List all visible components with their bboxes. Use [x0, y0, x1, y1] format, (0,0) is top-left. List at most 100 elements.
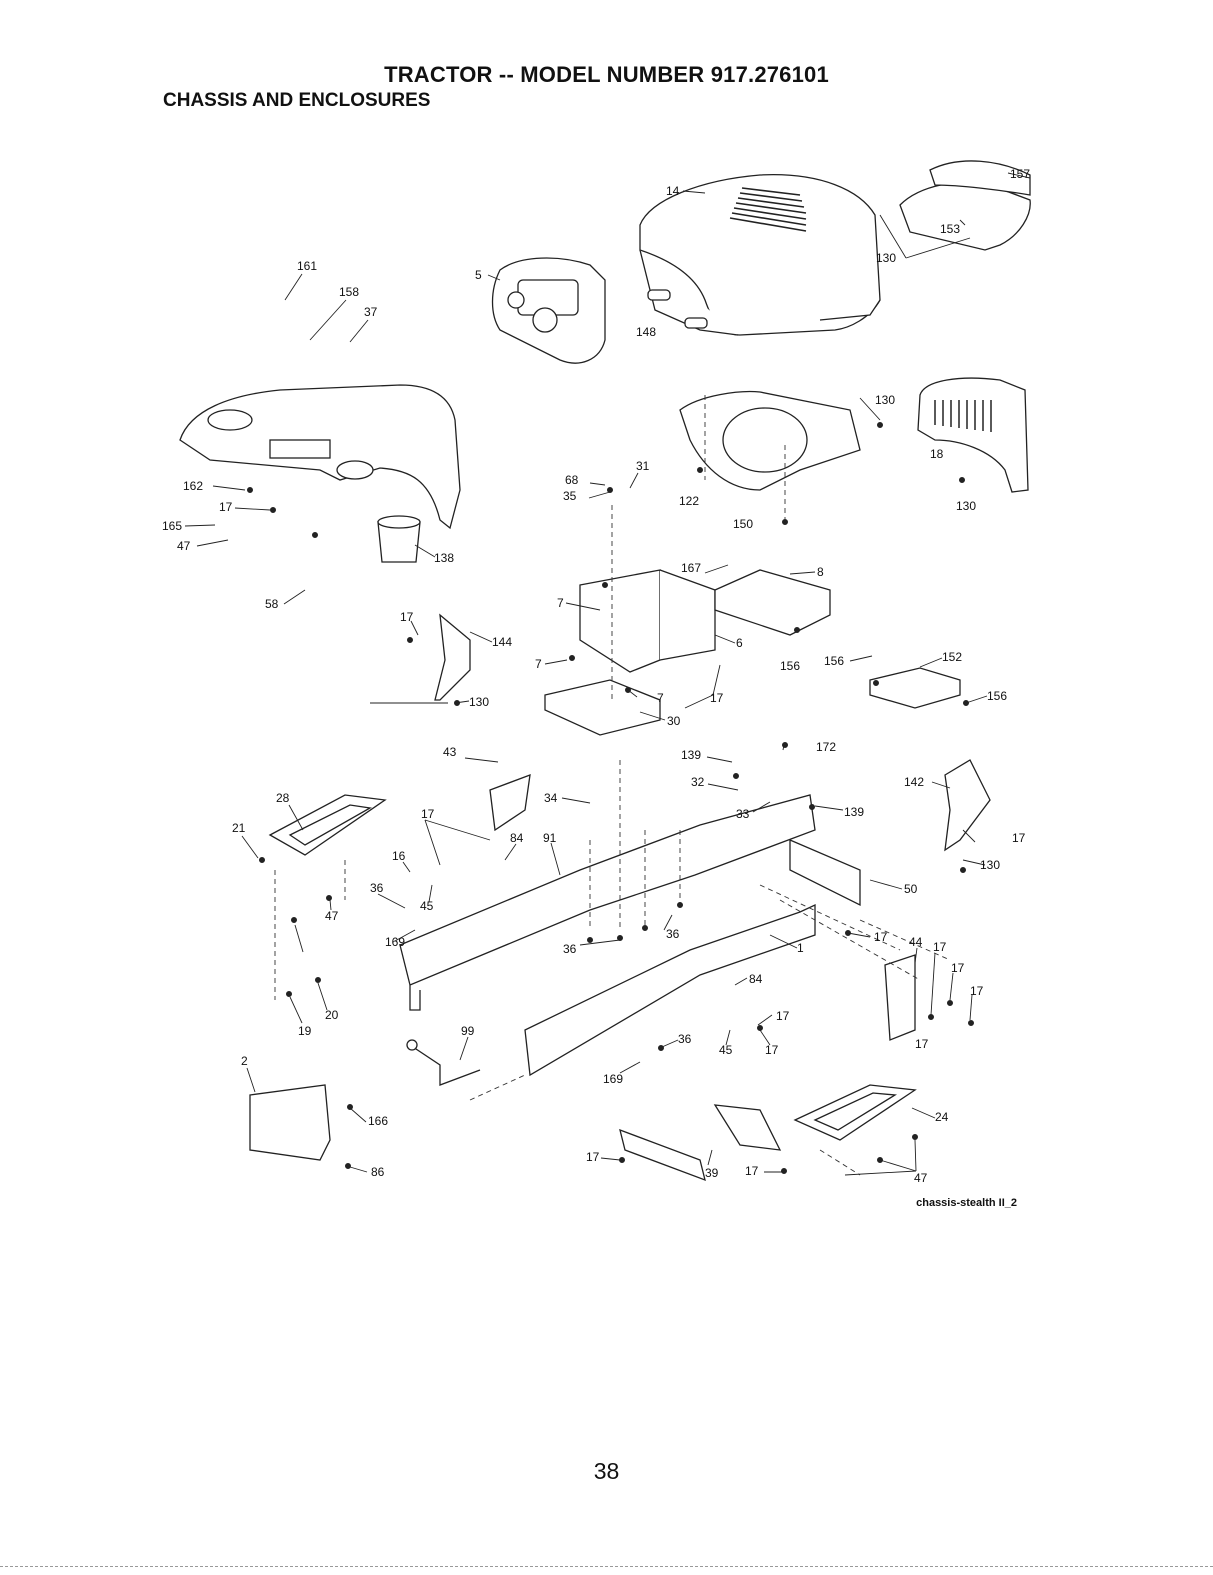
callout-label: 17	[710, 691, 724, 705]
callout-label: 91	[543, 831, 557, 845]
battery-support-part	[579, 569, 716, 673]
callout-label: 130	[980, 858, 1000, 872]
footrest-left-part	[268, 794, 387, 856]
callout-label: 31	[636, 459, 650, 473]
callout-label: 152	[942, 650, 962, 664]
page-title: TRACTOR -- MODEL NUMBER 917.276101	[384, 62, 829, 87]
callout-label: 84	[510, 831, 524, 845]
bracket-43-part	[489, 774, 531, 832]
callout-label: 130	[876, 251, 896, 265]
callout-label: 45	[719, 1043, 733, 1057]
callout-label: 169	[385, 935, 405, 949]
callout-label: 34	[544, 791, 558, 805]
callout-label: 156	[780, 659, 800, 673]
drawing-reference: chassis-stealth II_2	[916, 1197, 1017, 1209]
callout-label: 172	[816, 740, 836, 754]
headlight-bracket-part	[899, 160, 1031, 251]
callout-label: 17	[951, 961, 965, 975]
callout-label: 17	[745, 1164, 759, 1178]
callout-label: 122	[679, 494, 699, 508]
callout-label: 33	[736, 807, 750, 821]
callout-label: 7	[535, 657, 542, 671]
callout-label: 130	[875, 393, 895, 407]
callout-label: 156	[824, 654, 844, 668]
callout-label: 35	[563, 489, 577, 503]
callout-label: 21	[232, 821, 246, 835]
callout-label: 30	[667, 714, 681, 728]
alignment-lines	[274, 395, 951, 1176]
callout-label: 1	[797, 941, 804, 955]
callout-label: 19	[298, 1024, 312, 1038]
callout-label: 17	[970, 984, 984, 998]
callout-label: 142	[904, 775, 924, 789]
callout-label: 17	[1012, 831, 1026, 845]
callout-label: 148	[636, 325, 656, 339]
callout-label: 8	[817, 565, 824, 579]
bottom-rule	[0, 1566, 1213, 1567]
callout-label: 28	[276, 791, 290, 805]
callout-label: 130	[956, 499, 976, 513]
callout-label: 17	[874, 930, 888, 944]
bracket-142-part	[944, 759, 991, 852]
callout-label: 6	[736, 636, 743, 650]
callout-label: 45	[420, 899, 434, 913]
callout-label: 36	[370, 881, 384, 895]
callout-label: 86	[371, 1165, 385, 1179]
callout-label: 47	[914, 1171, 928, 1185]
callout-label: 84	[749, 972, 763, 986]
seat-pan-part	[679, 390, 861, 491]
callout-label: 17	[400, 610, 414, 624]
fender-part	[179, 384, 461, 530]
callout-label: 7	[557, 596, 564, 610]
callout-label: 17	[915, 1037, 929, 1051]
dash-panel-part	[491, 257, 606, 364]
bracket-152-part	[869, 667, 961, 709]
callout-label: 58	[265, 597, 279, 611]
footrest-right-part	[793, 1084, 917, 1141]
lever-part	[406, 1039, 481, 1086]
callout-label: 17	[586, 1150, 600, 1164]
callout-label: 50	[904, 882, 918, 896]
callout-labels: 14 157 153 130 148 161 158 37 5 162 17 1…	[162, 167, 1030, 1185]
callout-label: 47	[325, 909, 339, 923]
callout-label: 167	[681, 561, 701, 575]
callout-label: 14	[666, 184, 680, 198]
leader-lines	[184, 172, 1031, 1176]
callout-label: 139	[681, 748, 701, 762]
callout-label: 17	[776, 1009, 790, 1023]
callout-label: 158	[339, 285, 359, 299]
plate-part	[544, 679, 661, 736]
bracket-144-part	[434, 613, 471, 701]
callout-label: 17	[765, 1043, 779, 1057]
callout-label: 156	[987, 689, 1007, 703]
callout-label: 162	[183, 479, 203, 493]
callout-label: 153	[940, 222, 960, 236]
callout-label: 144	[492, 635, 512, 649]
page-number: 38	[593, 1458, 620, 1484]
callout-label: 150	[733, 517, 753, 531]
callout-label: 20	[325, 1008, 339, 1022]
callout-label: 169	[603, 1072, 623, 1086]
bracket-44-part	[884, 954, 916, 1041]
battery-tray-part	[714, 569, 831, 636]
callout-label: 68	[565, 473, 579, 487]
callout-label: 165	[162, 519, 182, 533]
callout-label: 2	[241, 1054, 248, 1068]
hood-part	[639, 174, 881, 336]
callout-label: 36	[563, 942, 577, 956]
callout-label: 36	[678, 1032, 692, 1046]
section-title: CHASSIS AND ENCLOSURES	[163, 90, 431, 111]
callout-label: 5	[475, 268, 482, 282]
callout-label: 44	[909, 935, 923, 949]
bracket-39-part	[619, 1104, 782, 1182]
callout-label: 17	[933, 940, 947, 954]
callout-label: 138	[434, 551, 454, 565]
front-plate-part	[249, 1084, 331, 1161]
callout-label: 7	[657, 691, 664, 705]
callout-label: 139	[844, 805, 864, 819]
callout-label: 43	[443, 745, 457, 759]
callout-label: 16	[392, 849, 406, 863]
callout-label: 37	[364, 305, 378, 319]
callout-label: 130	[469, 695, 489, 709]
